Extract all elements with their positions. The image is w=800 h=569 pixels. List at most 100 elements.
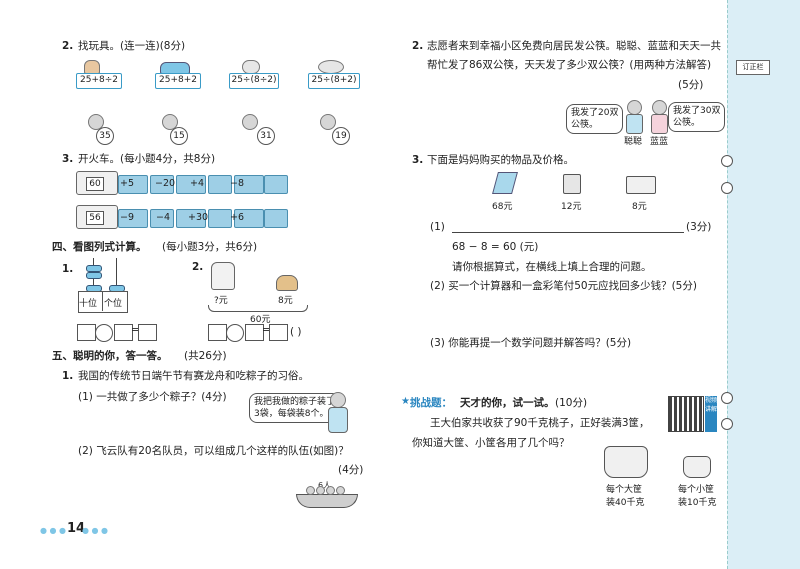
locomotive-icon <box>76 171 118 195</box>
train1-car <box>118 175 148 194</box>
toy-card-1: 25+8÷2 <box>76 73 122 89</box>
r-q3-sub1-score: (3分) <box>686 221 712 233</box>
train1-op-3: +4 <box>190 178 205 189</box>
operator-circle[interactable] <box>226 324 244 342</box>
number-ball-1: 35 <box>96 127 114 145</box>
train2-op-2: −4 <box>156 212 171 223</box>
section5-title: 五、聪明的你，答一答。 <box>52 350 168 362</box>
answer-box[interactable] <box>245 324 264 341</box>
page-dots-right: ● ● ● <box>82 526 109 535</box>
train2-car <box>264 209 288 228</box>
girl-body <box>651 114 668 134</box>
r-q3-sub3: (3) 你能再提一个数学问题并解答吗？(5分) <box>430 337 632 349</box>
answer-box[interactable] <box>77 324 96 341</box>
section5-note: (共26分) <box>184 350 227 362</box>
answer-box[interactable] <box>114 324 133 341</box>
equation: 68 − 8 = 60 (元) <box>452 241 539 253</box>
boy-icon <box>627 100 642 115</box>
answer-box[interactable] <box>138 324 157 341</box>
speech-bubble-congcong: 我发了20双 公筷。 <box>566 104 624 134</box>
child-icon <box>320 114 336 130</box>
equals-sign: = <box>131 323 141 336</box>
number-ball-4: 19 <box>332 127 350 145</box>
q2-text: 找玩具。(连一连)(8分) <box>78 40 186 52</box>
answer-box[interactable] <box>208 324 227 341</box>
speech-bubble-lanlan: 我发了30双 公筷。 <box>668 102 726 132</box>
sec4-p2-number: 2. <box>192 261 204 273</box>
qr-code-icon[interactable] <box>668 396 704 432</box>
train2-op-1: −9 <box>120 212 135 223</box>
burger-price: 8元 <box>278 296 293 306</box>
sec4-p1-number: 1. <box>62 263 74 275</box>
section4-title: 四、看图列式计算。 <box>52 241 147 253</box>
rower-icon <box>306 486 315 495</box>
rower-icon <box>336 486 345 495</box>
basket1-text: 每个大筐 装40千克 <box>606 484 644 510</box>
name-congcong: 聪聪 <box>624 137 643 147</box>
calculator-icon <box>563 174 581 194</box>
bubble-line: 我发了20双 <box>571 108 619 118</box>
backpack-price: ?元 <box>214 296 228 306</box>
sidebar-label: 订正栏 <box>736 60 770 75</box>
bubble-line: 公筷。 <box>673 118 701 128</box>
correction-sidebar <box>727 0 800 569</box>
r-q2-line1: 志愿者来到幸福小区免费向居民发公筷。聪聪、蓝蓝和天天一共 <box>427 40 721 52</box>
basket2-line: 每个小筐 <box>678 485 715 495</box>
pencil-box-icon <box>626 176 656 194</box>
fold-line <box>727 0 728 569</box>
bubble-line: 我发了30双 <box>673 106 721 116</box>
name-lanlan: 蓝蓝 <box>650 137 669 147</box>
child-icon <box>162 114 178 130</box>
s5-q1-sub1: (1) 一共做了多少个粽子？(4分) <box>78 391 227 403</box>
operator-circle[interactable] <box>95 324 113 342</box>
answer-line[interactable] <box>452 232 684 233</box>
q3-text: 开火车。(每小题4分，共8分) <box>78 153 216 165</box>
price-calculator: 12元 <box>561 202 582 212</box>
r-q2-number: 2. <box>412 40 424 52</box>
dragon-boat-icon <box>296 494 358 508</box>
toy-doll-icon <box>84 60 100 74</box>
abacus-bead <box>86 272 102 279</box>
train2-car <box>150 209 174 228</box>
small-basket-icon <box>683 456 711 478</box>
total-brace <box>208 305 308 312</box>
train1-start-box: 60 <box>86 177 104 191</box>
page-dots-left: ● ● ● <box>40 526 67 535</box>
girl-icon <box>330 392 346 408</box>
train1-car <box>264 175 288 194</box>
r-q2-score: (5分) <box>678 79 704 91</box>
price-scarf: 68元 <box>492 202 513 212</box>
girl-body <box>328 407 348 433</box>
toy-cat-icon <box>242 60 260 74</box>
toy-card-2: 25+8+2 <box>155 73 201 89</box>
abacus-bead <box>86 265 102 272</box>
child-icon <box>242 114 258 130</box>
binding-hole <box>721 418 733 430</box>
basket1-line: 每个大筐 <box>606 485 643 495</box>
basket2-text: 每个小筐 装10千克 <box>678 484 716 510</box>
speech-bubble: 我把我做的粽子装了 3袋，每袋装8个。 <box>249 393 341 423</box>
toy-drum-icon <box>318 60 344 74</box>
train1-op-1: +5 <box>120 178 135 189</box>
challenge-line1: 王大伯家共收获了90千克桃子，正好装满3筐， <box>430 417 650 429</box>
backpack-icon <box>211 262 235 290</box>
bubble-line: 3袋，每袋装8个。 <box>254 409 329 419</box>
train2-car <box>176 209 206 228</box>
price-pencils: 8元 <box>632 202 647 212</box>
toy-card-3: 25÷(8÷2) <box>229 73 279 89</box>
basket2-line: 装10千克 <box>678 498 717 508</box>
train1-op-4: −8 <box>230 178 245 189</box>
r-q3-number: 3. <box>412 154 424 166</box>
section4-note: (每小题3分，共6分) <box>162 241 258 253</box>
r-q3-text: 下面是妈妈购买的物品及价格。 <box>427 154 574 166</box>
binding-hole <box>721 155 733 167</box>
train1-car <box>208 175 232 194</box>
q2-number: 2. <box>62 40 74 52</box>
child-icon <box>88 114 104 130</box>
train2-car <box>208 209 232 228</box>
answer-box[interactable] <box>269 324 288 341</box>
star-icon: ★ <box>401 396 410 407</box>
train2-start-box: 56 <box>86 211 104 225</box>
equals-sign: = <box>262 323 272 336</box>
rower-icon <box>316 486 325 495</box>
